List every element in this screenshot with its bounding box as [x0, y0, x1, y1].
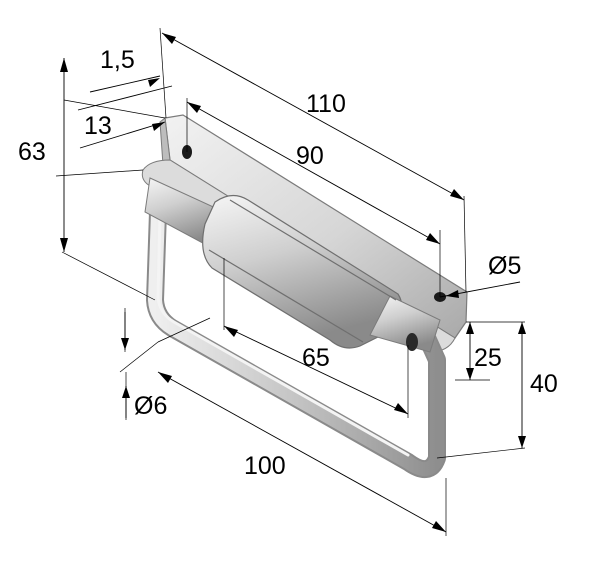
handle-part: [141, 114, 468, 478]
hinge-tube-end: [406, 333, 418, 351]
dimension-hole-spacing-label: 90: [296, 142, 324, 170]
hinge-tube-right: [369, 295, 441, 353]
dimension-wire-diameter-label: Ø6: [134, 392, 167, 420]
dimension-handle-length-label: 100: [244, 452, 286, 480]
dimension-plate-width-label: 13: [84, 112, 112, 140]
wire-handle-highlight: [148, 189, 444, 476]
dimension-lines: [60, 32, 526, 533]
dimension-handle-offset-label: 40: [530, 370, 558, 398]
dimension-thickness-label: 1,5: [100, 46, 135, 74]
dimension-handle-inner-label: 65: [302, 344, 330, 372]
dimension-handle-depth-label: 25: [474, 344, 502, 372]
dimension-total-height-label: 63: [18, 138, 46, 166]
dimension-hole-diameter-label: Ø5: [488, 252, 521, 280]
dimension-plate-length-label: 110: [306, 90, 346, 118]
wire-handle-shine: [156, 212, 410, 457]
dimension-labels: 1,5 13 63 110 90 Ø5 65 Ø6 100 25 40: [18, 46, 558, 480]
hinge-roll: [202, 194, 403, 349]
